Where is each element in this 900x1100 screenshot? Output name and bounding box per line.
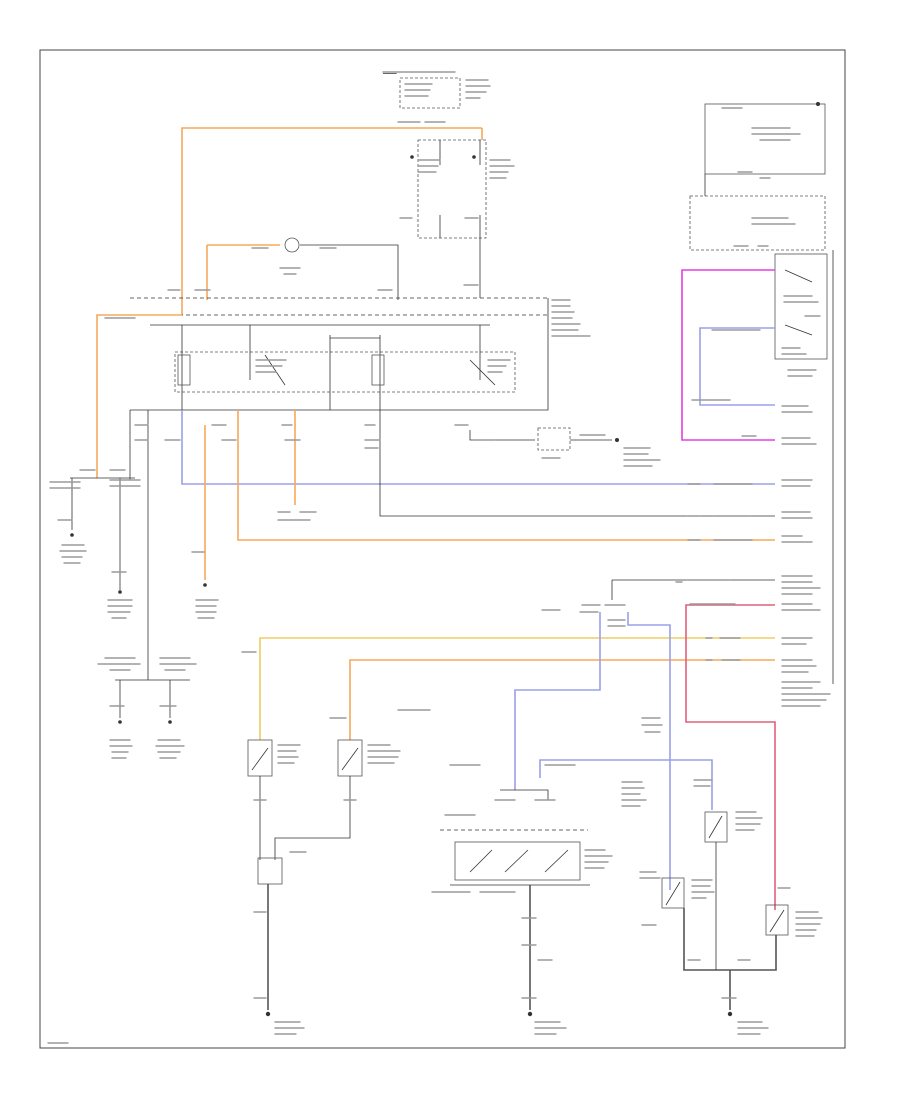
diagram-border xyxy=(39,49,846,1049)
switch-module xyxy=(174,325,516,410)
orange-left-drop xyxy=(96,314,182,478)
lamp-bulb xyxy=(284,237,300,253)
blue-wire-lower-1 xyxy=(514,612,601,790)
orange-wire-module-2 xyxy=(237,410,775,541)
door-switch-middle xyxy=(337,739,363,777)
diode-block xyxy=(257,857,283,885)
blue-wire-relay xyxy=(699,327,775,406)
yellow-wire xyxy=(259,637,775,740)
magenta-wire xyxy=(681,269,775,441)
door-switch-left xyxy=(247,739,273,777)
connector-box-top-right xyxy=(689,102,826,251)
svg-text:━━━━━: ━━━━━ xyxy=(382,71,398,76)
orange-lamp-feed xyxy=(206,244,280,300)
door-switch-right-2 xyxy=(661,877,685,909)
door-switch-right-3 xyxy=(765,904,789,936)
headlamp-switch-relay-box xyxy=(410,139,487,239)
blue-wire-lower-2 xyxy=(627,612,671,890)
gray-wire xyxy=(379,410,775,517)
blue-wire-lower-3 xyxy=(539,759,713,810)
pink-wire xyxy=(685,604,776,910)
left-connectors xyxy=(70,477,207,724)
lock-switch-module xyxy=(440,789,590,886)
blue-wire-module xyxy=(181,410,775,485)
hot-at-all-times-fuse: ━━━━━ xyxy=(382,71,461,109)
orange-wire-lower xyxy=(349,659,775,740)
label-marks xyxy=(47,71,831,1044)
orange-main-feed xyxy=(181,127,482,315)
relay-box-right xyxy=(774,253,828,360)
black-ground-wire-right xyxy=(683,908,777,1010)
door-switch-right-1 xyxy=(704,811,728,843)
